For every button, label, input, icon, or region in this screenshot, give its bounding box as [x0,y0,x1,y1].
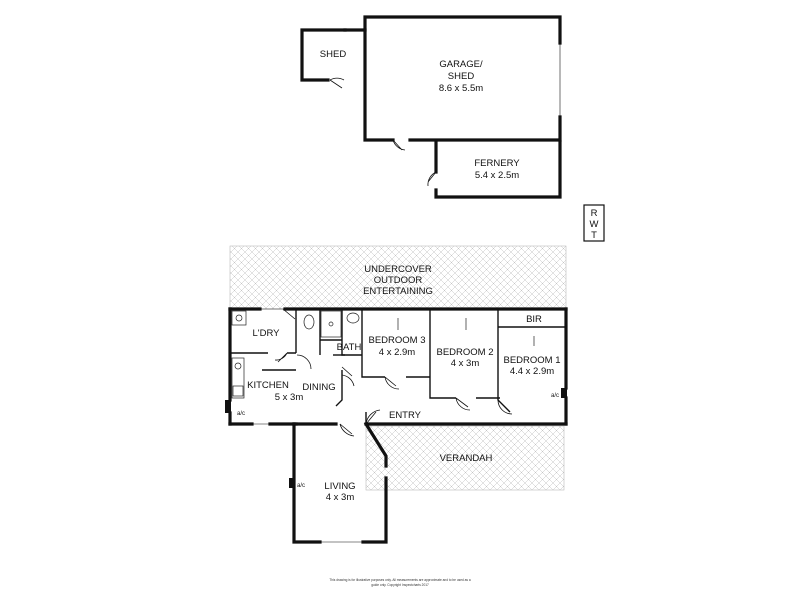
bedroom1-door [497,399,513,415]
garage-size: 8.6 x 5.5m [439,83,483,94]
fernery-size: 5.4 x 2.5m [475,170,519,181]
toilet-icon [303,314,315,330]
garage-door [392,139,406,151]
rwt-label-r: R [591,208,598,219]
toilet-wall [319,309,342,355]
living-door [339,423,355,437]
shower-drain-icon [328,321,334,327]
laundry-ext-door [282,308,296,320]
garage-walls-bottom [408,115,562,142]
verandah-label: VERANDAH [440,453,493,464]
kitchen-ac-unit [225,400,231,413]
bedroom2-door [455,397,471,411]
living-ac-unit [289,478,295,488]
cooktop-icon [234,362,242,370]
undercover-label-1: UNDERCOVER [364,264,432,275]
shed-door [329,77,345,89]
bath-door [341,366,353,377]
bedroom1-label: BEDROOM 1 [503,355,560,366]
living-label: LIVING [324,481,355,492]
bedroom2-label: BEDROOM 2 [436,347,493,358]
verandah-area [365,425,565,491]
hall-wall [335,370,343,407]
laundry-label: L'DRY [253,328,281,339]
shed-walls [300,28,347,82]
disclaimer-line-1: This drawing is for illustrative purpose… [329,578,471,582]
outbuildings: SHED GARAGE/ SHED 8.6 x 5.5m FERNERY 5.4… [300,15,605,242]
kitchen-ac-label: a/c [237,411,245,417]
bedroom1-size: 4.4 x 2.9m [510,366,554,377]
fernery-door [427,171,437,187]
front-door [365,409,381,425]
bedroom1-ac-unit [561,388,567,398]
rwt-label-w: W [590,219,599,230]
living-size: 4 x 3m [326,492,355,503]
kitchen-label: KITCHEN [247,380,289,391]
bir-label: BIR [526,314,542,325]
kitchen-size: 5 x 3m [275,392,304,403]
undercover-label-3: ENTERTAINING [363,286,433,297]
bedroom3-label: BEDROOM 3 [368,335,425,346]
shed-label: SHED [320,49,347,60]
garage-walls-left [363,28,395,142]
garage-label: GARAGE/ [439,59,483,70]
laundry-door [274,352,288,363]
bedroom1-ac-label: a/c [551,393,559,399]
entry-label: ENTRY [389,410,422,421]
bedroom2-size: 4 x 3m [451,358,480,369]
rwt-label-t: T [591,230,597,241]
bedroom3-door [384,376,400,390]
fernery-walls [434,140,562,199]
fernery-label: FERNERY [474,158,520,169]
trough-drain-icon [235,314,243,322]
dining-door [341,374,355,387]
bedroom3-size: 4 x 2.9m [379,347,416,358]
garage-walls-top [343,15,562,45]
undercover-label-2: OUTDOOR [374,275,423,286]
garage-label-2: SHED [448,71,475,82]
bedroom2-walls [429,309,500,399]
bedroom3-walls [361,309,430,378]
bath-label: BATH [337,342,362,353]
sink-icon [232,385,244,397]
fixtures [231,310,535,399]
basin-icon [346,312,360,324]
internal-walls [230,308,566,424]
disclaimer-line-2: guide only. Copyright Inspectcharts 2017 [371,583,429,587]
living-ac-label: a/c [297,483,305,489]
kitchen-door [296,354,312,370]
kitchen-wall [262,343,297,371]
dining-label: DINING [302,382,335,393]
rainwater-tank [583,204,605,242]
